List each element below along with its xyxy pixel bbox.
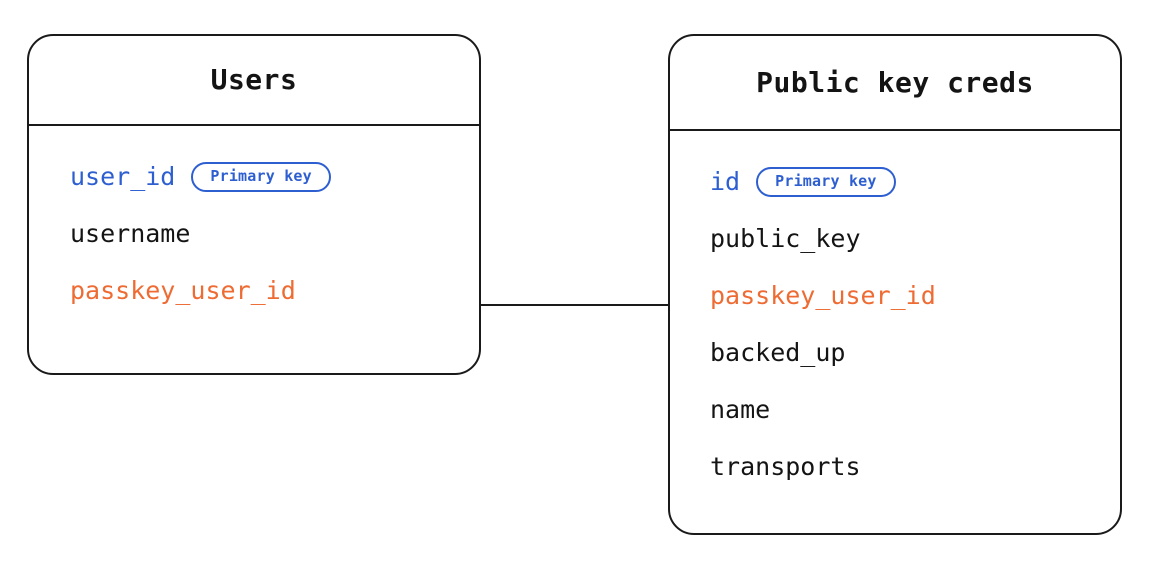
field-name-passkey-user-id: passkey_user_id: [70, 276, 296, 305]
field-row[interactable]: name: [710, 381, 1120, 438]
field-row[interactable]: username: [70, 205, 479, 262]
primary-key-badge: Primary key: [191, 161, 331, 192]
entity-table-public-key-creds[interactable]: Public key creds id Primary key public_k…: [668, 34, 1122, 535]
field-name-backed-up: backed_up: [710, 338, 846, 367]
entity-header-public-key-creds: Public key creds: [670, 36, 1120, 131]
field-name-user-id: user_id: [70, 162, 176, 191]
field-row[interactable]: passkey_user_id: [710, 267, 1120, 324]
field-name-passkey-user-id: passkey_user_id: [710, 281, 936, 310]
field-row[interactable]: transports: [710, 438, 1120, 495]
field-name-transports: transports: [710, 452, 861, 481]
primary-key-badge-label: Primary key: [210, 167, 312, 185]
entity-title-users: Users: [210, 63, 298, 96]
field-name-name: name: [710, 395, 771, 424]
primary-key-badge: Primary key: [756, 166, 896, 197]
field-name-public-key: public_key: [710, 224, 861, 253]
entity-header-users: Users: [29, 36, 479, 126]
field-row[interactable]: id Primary key: [710, 153, 1120, 210]
entity-table-users[interactable]: Users user_id Primary key username passk…: [27, 34, 481, 375]
primary-key-badge-label: Primary key: [775, 172, 877, 190]
entity-title-public-key-creds: Public key creds: [756, 65, 1034, 99]
field-row[interactable]: backed_up: [710, 324, 1120, 381]
field-name-id: id: [710, 167, 741, 196]
relationship-connector-passkey-user-id: [479, 304, 670, 306]
field-row[interactable]: passkey_user_id: [70, 262, 479, 319]
field-name-username: username: [70, 219, 191, 248]
field-row[interactable]: public_key: [710, 210, 1120, 267]
entity-fields-users: user_id Primary key username passkey_use…: [29, 126, 479, 373]
entity-fields-public-key-creds: id Primary key public_key passkey_user_i…: [670, 131, 1120, 533]
field-row[interactable]: user_id Primary key: [70, 148, 479, 205]
